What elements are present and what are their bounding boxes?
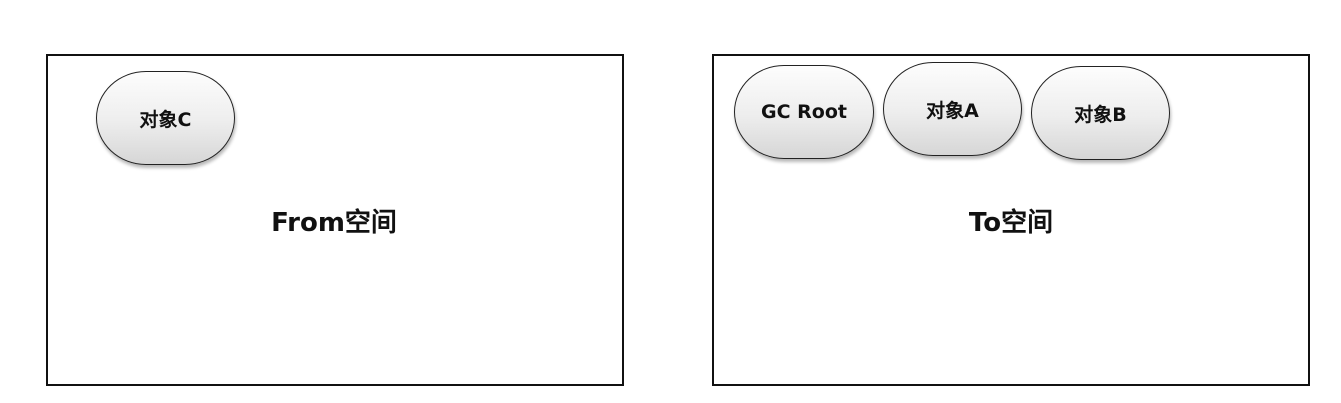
- object-a-node: 对象A: [883, 62, 1022, 156]
- object-b-node: 对象B: [1031, 66, 1170, 160]
- object-c-node: 对象C: [96, 71, 235, 165]
- gc-root-node: GC Root: [734, 65, 874, 159]
- to-space-label: To空间: [968, 208, 1054, 238]
- from-space-label: From空间: [271, 208, 397, 238]
